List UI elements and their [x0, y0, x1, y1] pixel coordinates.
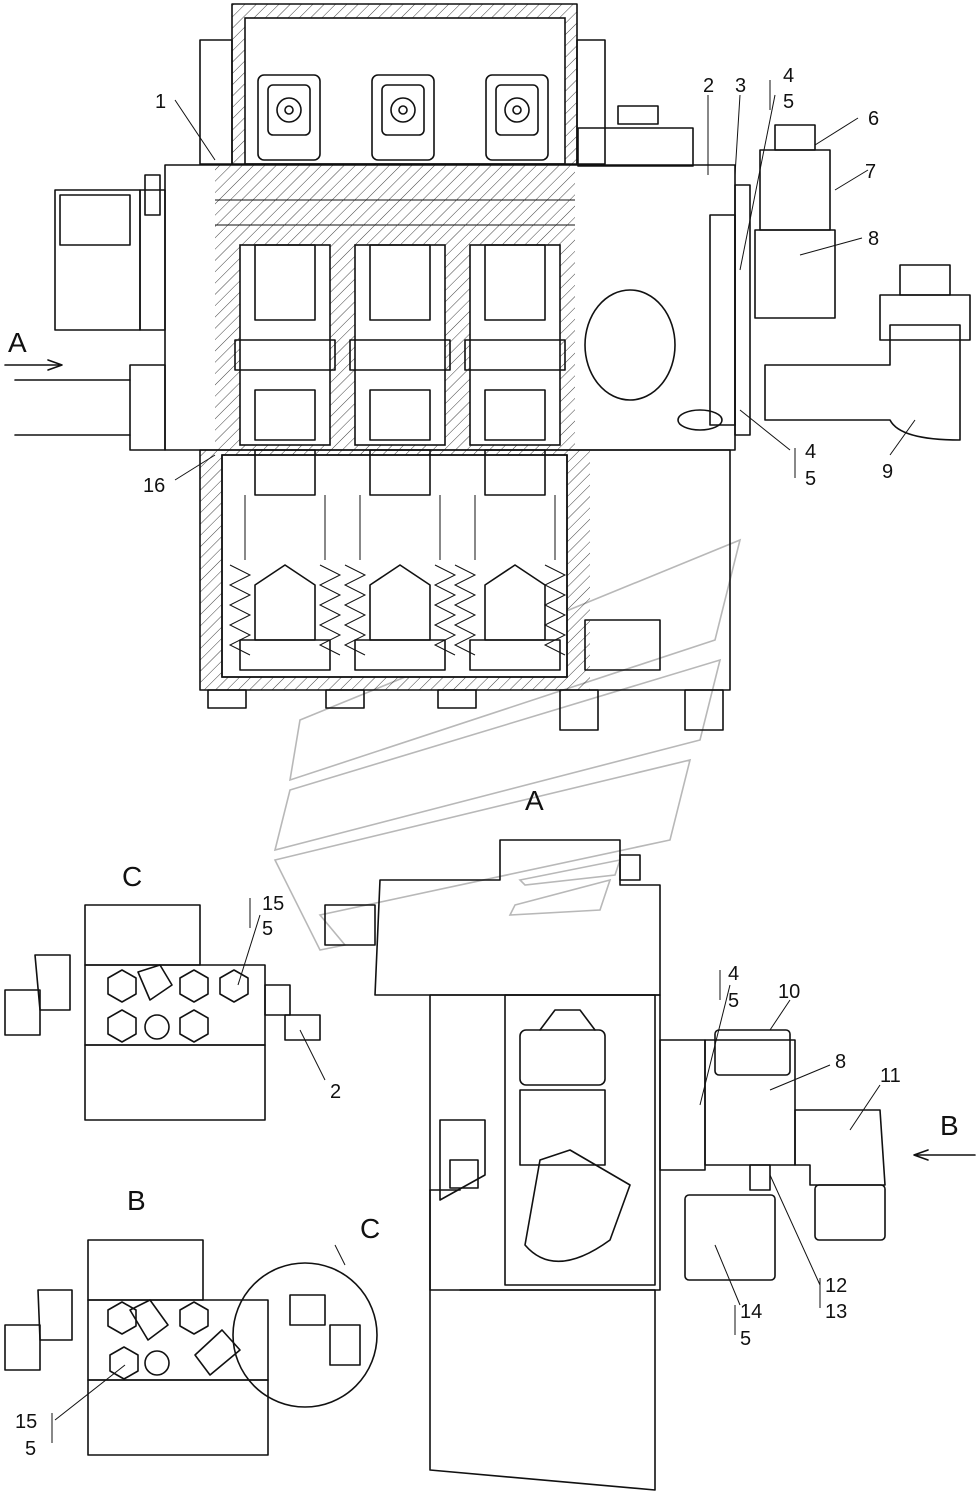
label-14: 14 — [740, 1301, 762, 1323]
label-5a: 5 — [783, 91, 794, 113]
label-7: 7 — [865, 161, 876, 183]
view-title-b: B — [127, 1185, 146, 1216]
solenoid-2 — [371, 74, 435, 161]
label-2b: 2 — [330, 1081, 341, 1103]
view-title-c: C — [122, 861, 142, 892]
view-a — [324, 839, 886, 1491]
main-section-view — [14, 3, 971, 731]
view-arrow-b: B — [940, 1110, 959, 1141]
label-5c: 5 — [262, 918, 273, 940]
label-6: 6 — [868, 108, 879, 130]
solenoid-3 — [485, 74, 549, 161]
label-10: 10 — [778, 981, 800, 1003]
view-letters: A A B B C C — [8, 327, 959, 1244]
view-arrow-a: A — [8, 327, 27, 358]
label-5e: 5 — [740, 1328, 751, 1350]
watermark-logo — [273, 538, 742, 951]
label-8a: 8 — [868, 228, 879, 250]
label-5b: 5 — [805, 468, 816, 490]
label-13: 13 — [825, 1301, 847, 1323]
label-2: 2 — [703, 75, 714, 97]
label-3: 3 — [735, 75, 746, 97]
label-4b: 4 — [805, 441, 816, 463]
label-5d: 5 — [728, 990, 739, 1012]
label-5f: 5 — [25, 1438, 36, 1460]
label-16: 16 — [143, 475, 165, 497]
view-c — [4, 904, 321, 1121]
label-4c: 4 — [728, 963, 739, 985]
view-title-a: A — [525, 785, 544, 816]
view-callout-c: C — [360, 1213, 380, 1244]
view-b — [4, 1239, 378, 1456]
label-11: 11 — [880, 1065, 901, 1087]
label-1: 1 — [155, 91, 166, 113]
label-15b: 15 — [15, 1411, 37, 1433]
solenoid-1 — [257, 74, 321, 161]
label-8b: 8 — [835, 1051, 846, 1073]
label-9: 9 — [882, 461, 893, 483]
label-4a: 4 — [783, 65, 794, 87]
label-12: 12 — [825, 1275, 847, 1297]
leader-lines — [4, 80, 976, 1443]
part-labels: 1 2 3 4 5 6 7 8 9 4 5 16 15 5 2 4 5 10 8… — [15, 65, 901, 1460]
label-15a: 15 — [262, 893, 284, 915]
